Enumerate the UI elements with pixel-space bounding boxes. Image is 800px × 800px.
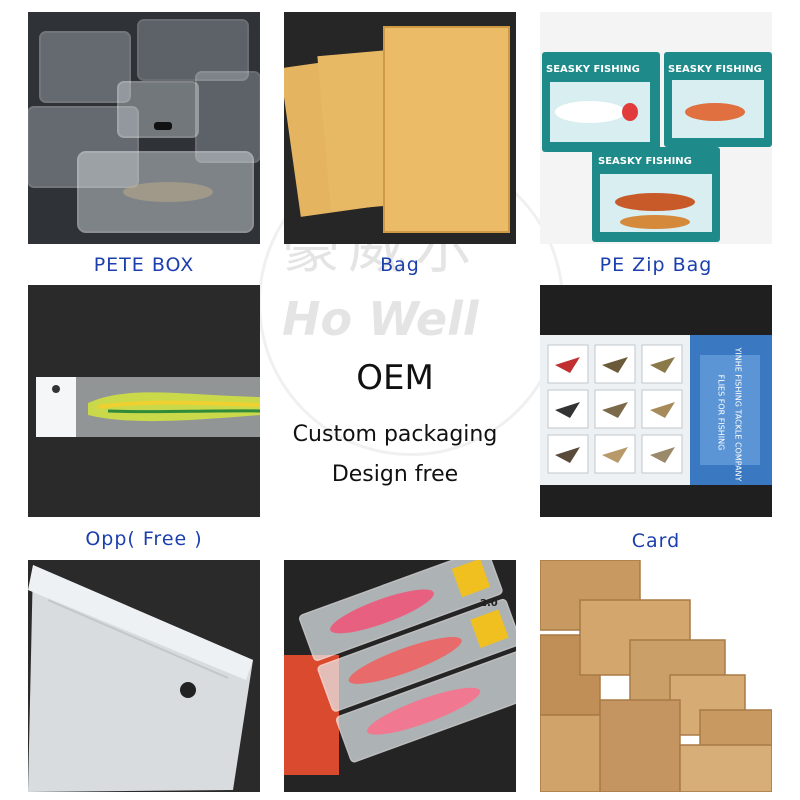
caption-pete-box: PETE BOX [93,254,195,276]
foil-zip-bag-photo [28,560,260,792]
pete-box-photo [28,12,260,244]
design-free-text: Design free [331,462,459,487]
custom-packaging-text: Custom packaging [292,422,498,447]
bag-photo [284,12,516,244]
card-photo: YINHE FISHING TACKLE COMPANY FLIES FOR F… [540,285,772,517]
watermark-latin: Ho Well [282,292,479,346]
card-flies-text: FLIES FOR FISHING [716,374,726,451]
caption-pe-zip-bag: PE Zip Bag [599,254,713,276]
opp-bag-photo [28,285,260,517]
oem-heading: OEM [356,358,434,398]
carton-box-photo [540,560,772,792]
card-company-text: YINHE FISHING TACKLE COMPANY [733,347,743,482]
seasky-label-1: SEASKY FISHING [546,64,640,75]
seasky-label-3: SEASKY FISHING [598,156,692,167]
pe-zip-bag-photo: SEASKY FISHING SEASKY FISHING SEASKY FIS… [540,12,772,244]
caption-opp: Opp( Free ) [85,528,203,550]
caption-card: Card [631,530,681,552]
caption-bag: Bag [380,254,420,276]
pvc-box-photo: 2.0 [284,560,516,792]
seasky-label-2: SEASKY FISHING [668,64,762,75]
squid-label: 2.0 [480,598,498,609]
